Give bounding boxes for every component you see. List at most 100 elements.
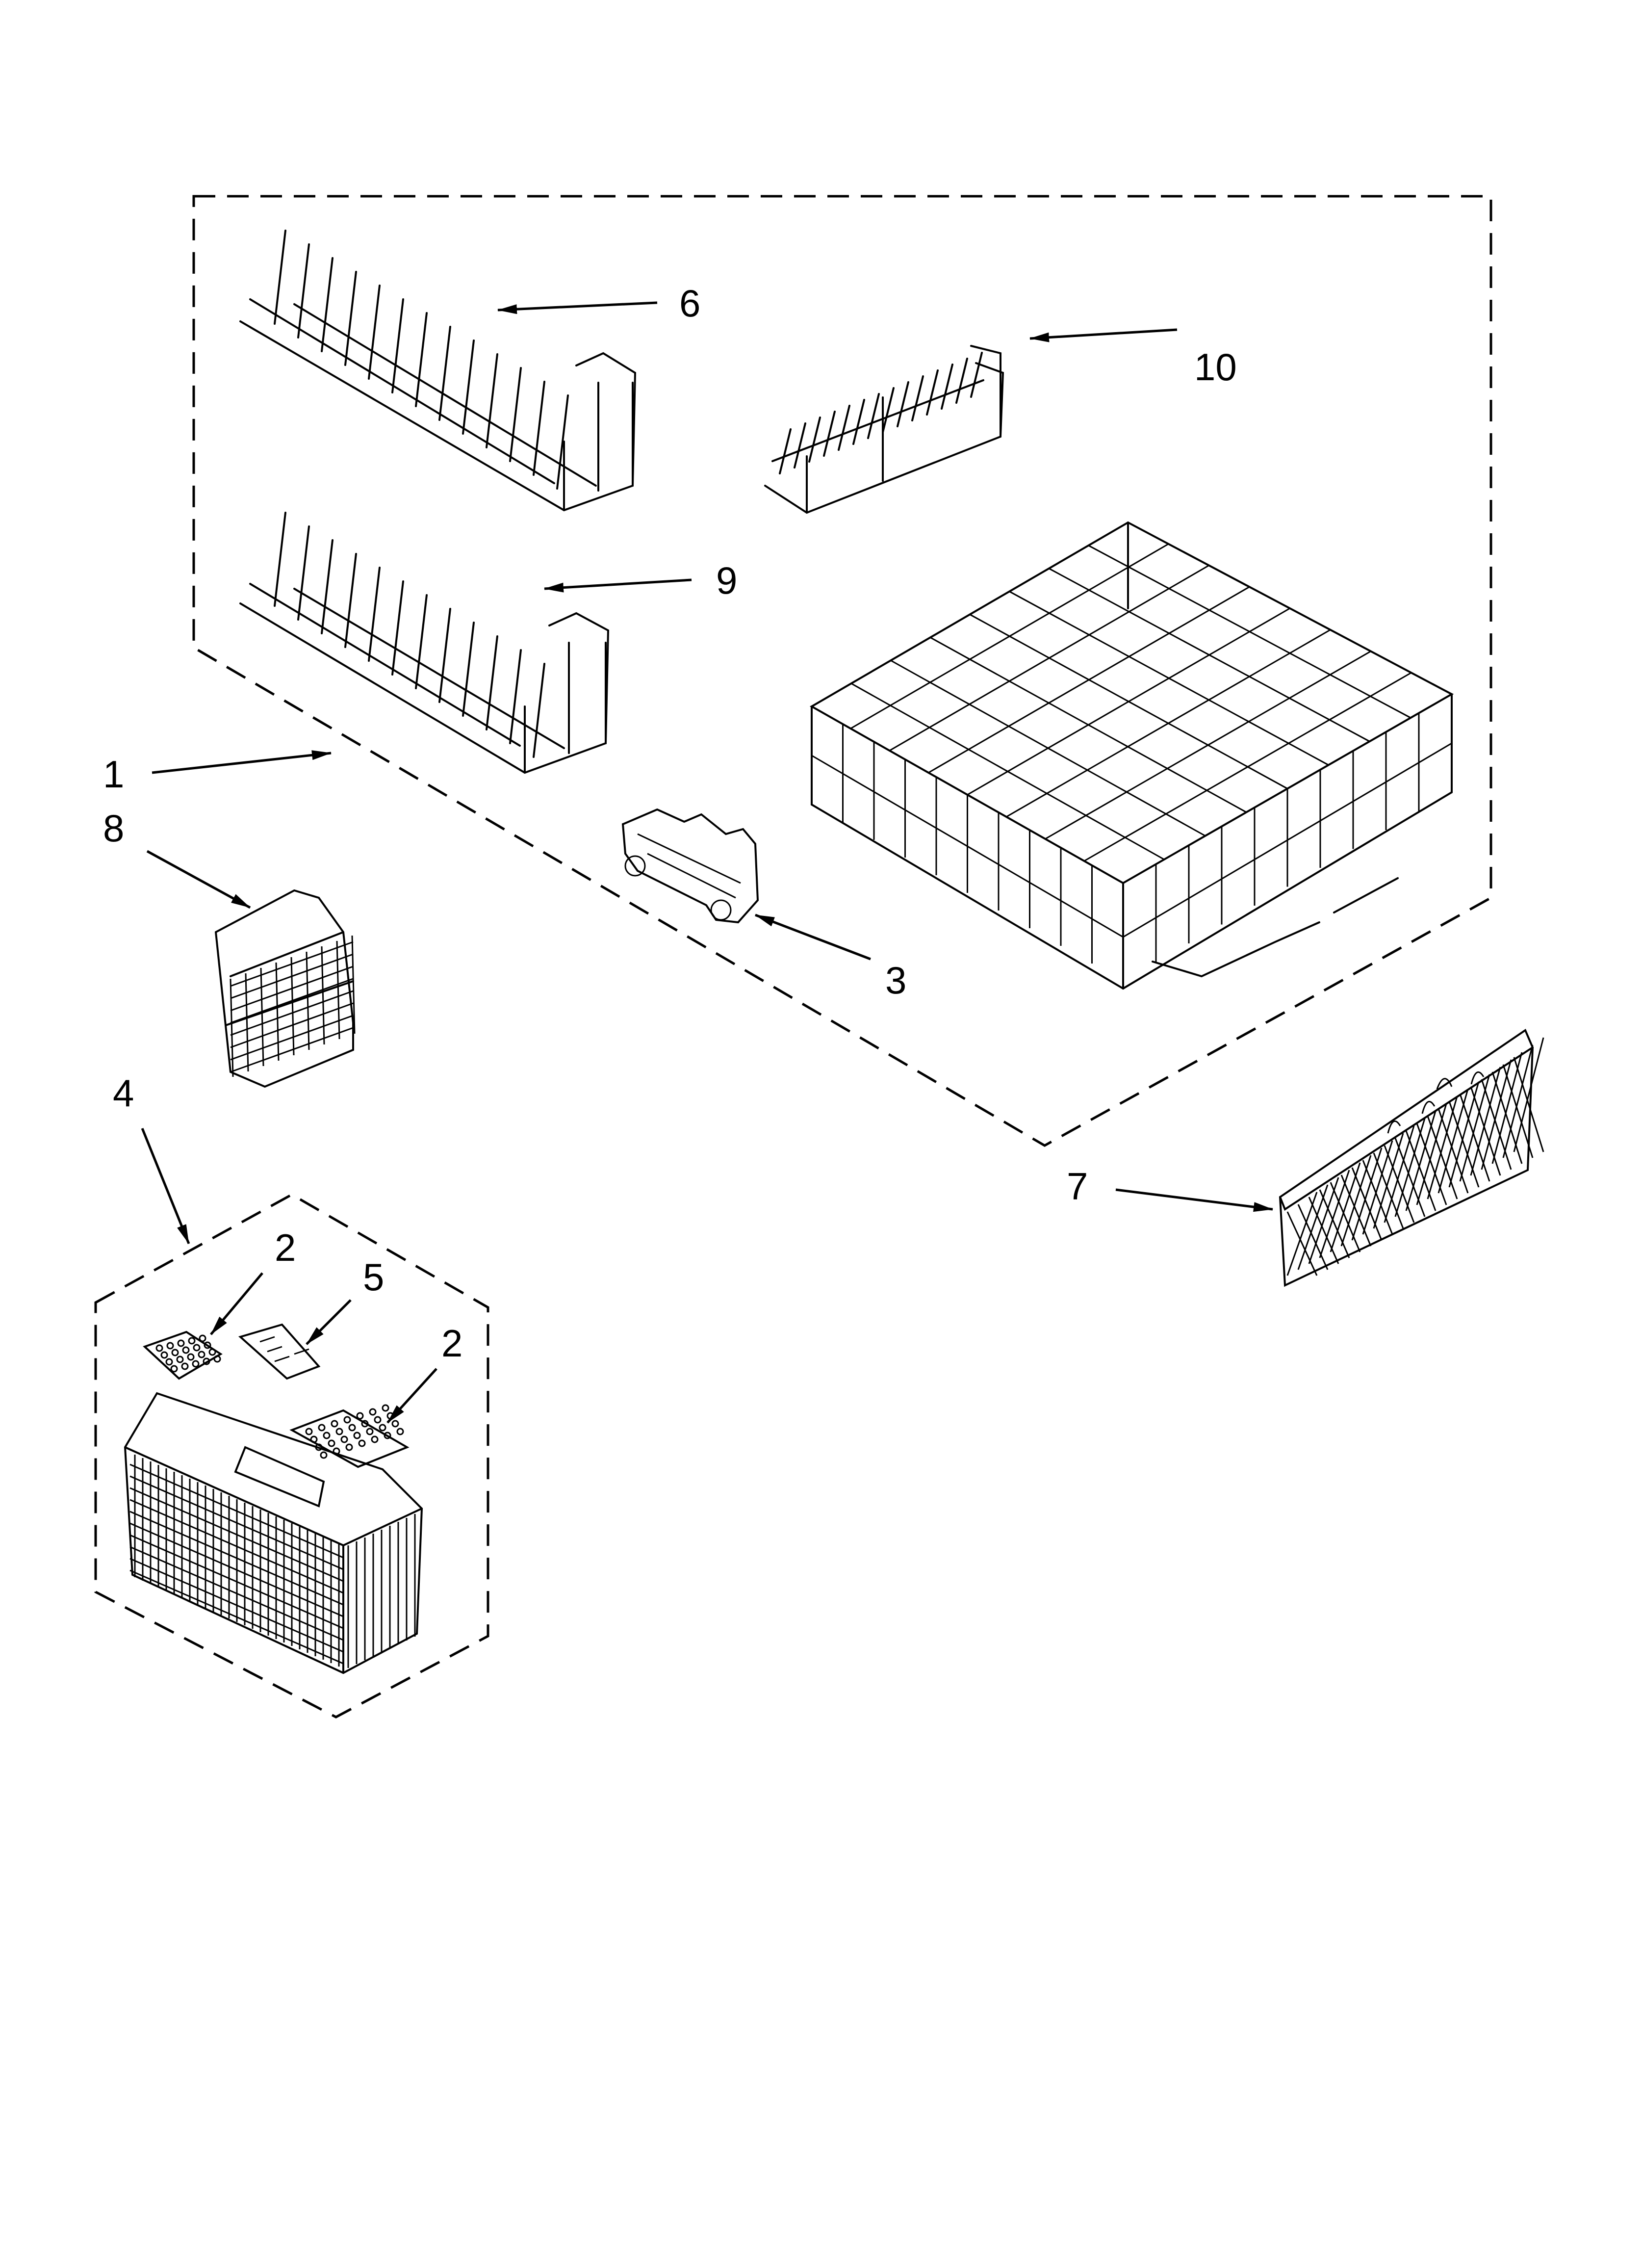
wire-segment <box>321 946 325 1045</box>
cover-hole <box>203 1357 210 1365</box>
callout-3: 3 <box>885 959 906 1002</box>
wire-segment <box>1351 1147 1383 1241</box>
cover-hole <box>188 1337 196 1345</box>
cover-hole <box>343 1416 351 1424</box>
callout-6: 6 <box>679 282 700 325</box>
wire-segment <box>1448 1081 1480 1188</box>
wire-segment <box>1459 1094 1490 1182</box>
wire-segment <box>1513 1057 1544 1152</box>
wire-segment <box>509 649 522 744</box>
wire-segment <box>1491 1071 1523 1164</box>
cover-hole <box>199 1334 206 1342</box>
cover-hole <box>328 1439 335 1447</box>
wire-segment <box>129 1546 344 1641</box>
wire-segment <box>1384 1125 1415 1223</box>
filter-screen <box>1279 1028 1544 1287</box>
wire-segment <box>1297 1204 1329 1270</box>
wire-segment <box>1362 1160 1393 1235</box>
lower-rack <box>809 521 1454 990</box>
tine-row-small <box>764 345 1004 514</box>
cover-hole <box>366 1428 374 1435</box>
wire-segment <box>230 1027 354 1073</box>
wire-segment <box>969 614 1288 789</box>
cover-hole <box>340 1435 348 1443</box>
cover-hole <box>379 1424 386 1432</box>
cover-hole <box>171 1349 179 1356</box>
wire-segment <box>1308 1197 1339 1264</box>
wire-segment <box>438 326 451 421</box>
cover-hole <box>177 1339 185 1347</box>
cover-hole <box>382 1404 389 1412</box>
cover-hole <box>384 1432 391 1439</box>
callout-9: 9 <box>716 559 737 602</box>
callout-4: 4 <box>113 1071 134 1115</box>
cover-hole <box>160 1351 168 1359</box>
cover-hole <box>371 1435 379 1443</box>
wire-segment <box>970 352 983 398</box>
rack-clip <box>621 808 759 924</box>
wire-segment <box>321 539 334 634</box>
wire-segment <box>129 1475 344 1570</box>
cover-hole <box>166 1342 174 1350</box>
wire-segment <box>351 935 356 1034</box>
wire-segment <box>852 399 865 445</box>
leader-8 <box>146 850 251 909</box>
wire-segment <box>344 553 357 648</box>
wire-segment <box>129 1569 344 1665</box>
wire-segment <box>275 962 280 1061</box>
wire-segment <box>344 271 357 366</box>
wire-segment <box>1006 629 1331 818</box>
wire-segment <box>230 1015 354 1061</box>
cover-hole <box>348 1424 356 1432</box>
wire-segment <box>1083 672 1412 862</box>
wire-segment <box>1427 1116 1458 1199</box>
cover-hole <box>187 1353 195 1361</box>
leader-3 <box>755 913 871 961</box>
wire-segment <box>129 1511 344 1606</box>
wire-segment <box>882 387 895 433</box>
rack-assembly-boundary <box>192 195 1492 1147</box>
wire-segment <box>438 608 451 703</box>
wire-segment <box>1373 1152 1404 1229</box>
wire-segment <box>230 953 354 999</box>
cover-hole <box>333 1447 340 1455</box>
wire-segment <box>1049 568 1370 742</box>
basket-cover-center <box>238 1323 321 1380</box>
tine-row-lower <box>239 512 610 774</box>
wire-segment <box>1351 1167 1383 1241</box>
wire-segment <box>1330 1182 1361 1252</box>
wire-segment <box>129 1487 344 1582</box>
cover-hole <box>396 1428 404 1435</box>
wire-segment <box>808 417 821 463</box>
wire-segment <box>245 973 249 1072</box>
cover-hole <box>315 1443 323 1451</box>
wire-segment <box>260 967 264 1067</box>
cover-hole <box>165 1358 173 1366</box>
wire-segment <box>1362 1140 1393 1235</box>
wire-segment <box>779 428 792 474</box>
wire-segment <box>129 1534 344 1629</box>
callout-2b: 2 <box>441 1322 462 1365</box>
wire-segment <box>509 367 522 462</box>
cover-hole <box>358 1439 366 1447</box>
basket-cover-left <box>143 1330 223 1380</box>
wire-segment <box>1340 1174 1372 1247</box>
leader-7 <box>1115 1188 1273 1212</box>
cover-hole <box>170 1365 178 1373</box>
wire-segment <box>941 364 953 410</box>
wire-segment <box>129 1522 344 1617</box>
cover-hole <box>323 1432 331 1439</box>
wire-segment <box>368 285 381 380</box>
cover-hole <box>208 1348 216 1356</box>
cover-hole <box>181 1362 189 1370</box>
cover-hole <box>182 1346 190 1354</box>
leader-6 <box>497 301 658 314</box>
wire-segment <box>1470 1067 1501 1176</box>
cover-hole <box>176 1356 184 1363</box>
wire-segment <box>867 393 880 439</box>
callout-8: 8 <box>103 807 124 850</box>
wire-segment <box>926 369 939 416</box>
wire-segment <box>1448 1101 1480 1188</box>
wire-segment <box>1437 1089 1469 1194</box>
wire-segment <box>1384 1145 1415 1223</box>
